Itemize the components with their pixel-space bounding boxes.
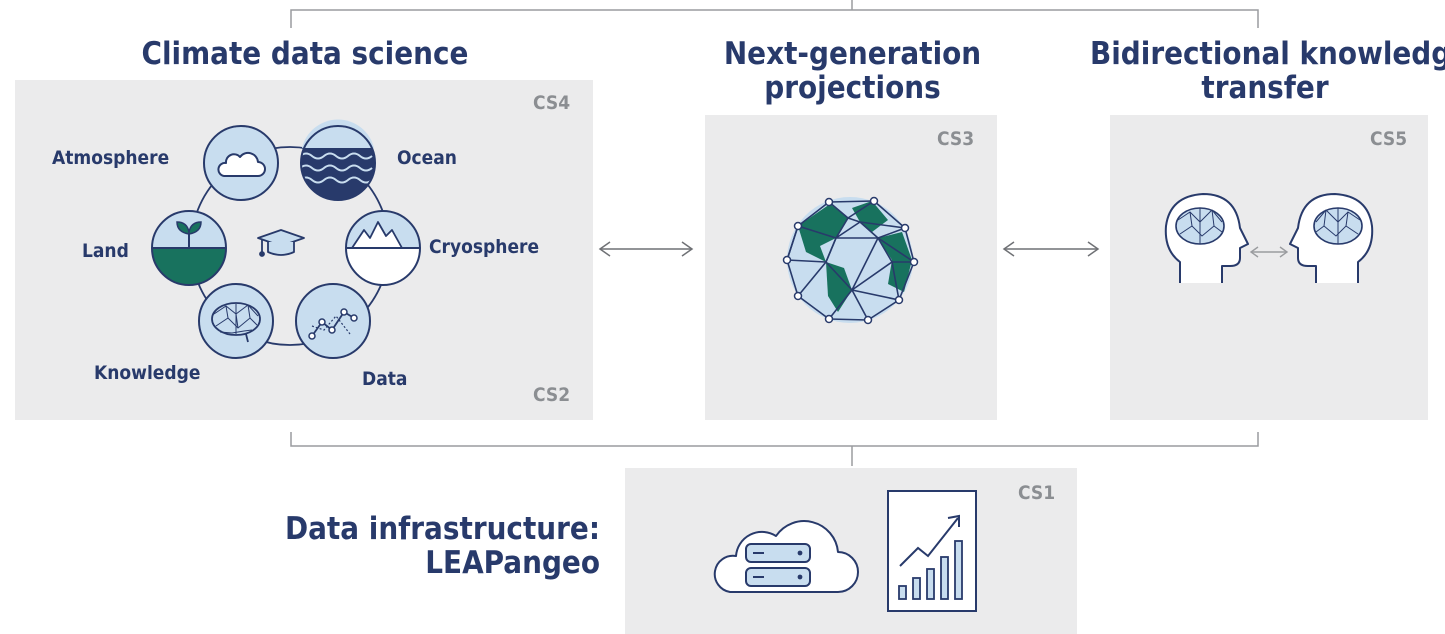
- data-infrastructure-title: Data infrastructure: LEAPangeo: [260, 512, 600, 580]
- cryosphere-label: Cryosphere: [429, 236, 540, 258]
- next-generation-projections-title: Next-generation projections: [700, 37, 1005, 105]
- cs3-tag: CS3: [937, 128, 975, 150]
- title-line: Data infrastructure:: [284, 511, 600, 547]
- knowledge-label: Knowledge: [94, 362, 201, 384]
- land-label: Land: [82, 240, 129, 262]
- title-line: LEAPangeo: [425, 545, 600, 581]
- cs5-tag: CS5: [1370, 128, 1408, 150]
- climate-data-science-title: Climate data science: [141, 36, 469, 72]
- cryosphere-node-icon: [345, 210, 421, 286]
- atmosphere-node-icon: [203, 125, 279, 201]
- ocean-label: Ocean: [397, 147, 457, 169]
- cs2-tag: CS2: [533, 384, 571, 406]
- bidirectional-knowledge-transfer-panel: [1110, 115, 1428, 420]
- title-line: projections: [764, 70, 941, 106]
- bidirectional-knowledge-transfer-title: Bidirectional knowledge transfer: [1090, 36, 1445, 106]
- cs1-tag: CS1: [1018, 482, 1056, 504]
- climate-data-science-panel: [15, 80, 593, 420]
- title-line: transfer: [1201, 70, 1329, 106]
- cs4-tag: CS4: [533, 92, 571, 114]
- knowledge-node-icon: [198, 283, 274, 359]
- data-label: Data: [362, 368, 408, 390]
- data-infrastructure-panel: [625, 468, 1077, 634]
- atmosphere-label: Atmosphere: [52, 147, 170, 169]
- graduation-cap-icon: [257, 229, 305, 257]
- title-line: Next-generation: [723, 36, 982, 72]
- title-line: Bidirectional knowledge: [1090, 36, 1445, 72]
- data-node-icon: [295, 283, 371, 359]
- ocean-node-icon: [300, 119, 376, 201]
